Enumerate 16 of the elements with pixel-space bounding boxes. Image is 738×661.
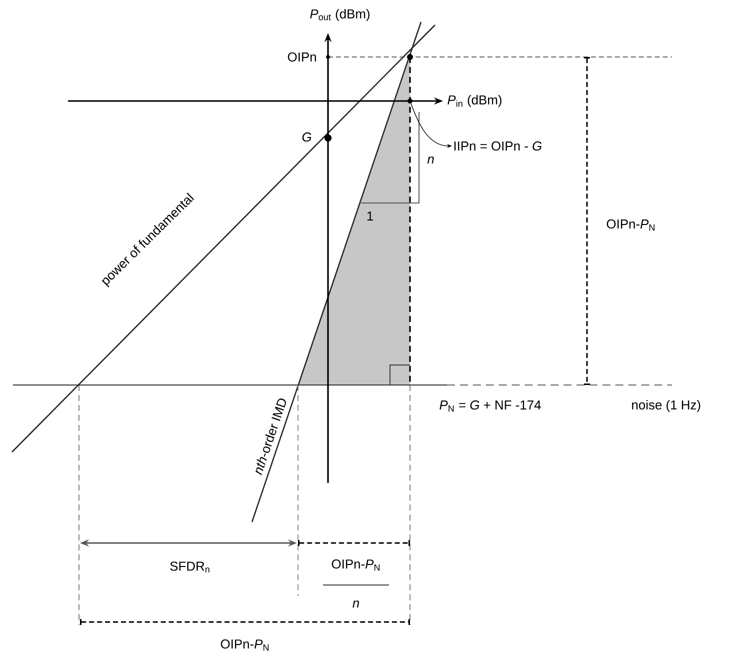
line-label: noise (1 Hz) — [632, 400, 700, 412]
formula-label: P$_{N}$ = G + NF -174 — [440, 400, 541, 412]
dimension-label: OIPn-P$_{N}$ — [606, 219, 654, 231]
dimension-label: OIPn-P$_{N}$ — [332, 559, 380, 571]
slope-label: n — [427, 156, 434, 164]
point — [408, 98, 412, 104]
formula-label: IIPn = OIPn - G — [454, 141, 542, 151]
slope-label: 1 — [367, 212, 373, 220]
point-label: G — [302, 132, 312, 142]
dimension-label: SFDR$_{n}$ — [170, 562, 210, 572]
axis-tick-label: OIPn — [288, 52, 316, 62]
line-label: nth-order IMD — [256, 398, 286, 476]
axis-label: P$_{out}$ (dBm) — [310, 8, 370, 22]
dimension-label: OIPn-P$_{N}$ — [220, 639, 269, 651]
dimension-label: n — [352, 600, 359, 608]
axis-label: P$_{in}$ (dBm) — [448, 94, 502, 108]
